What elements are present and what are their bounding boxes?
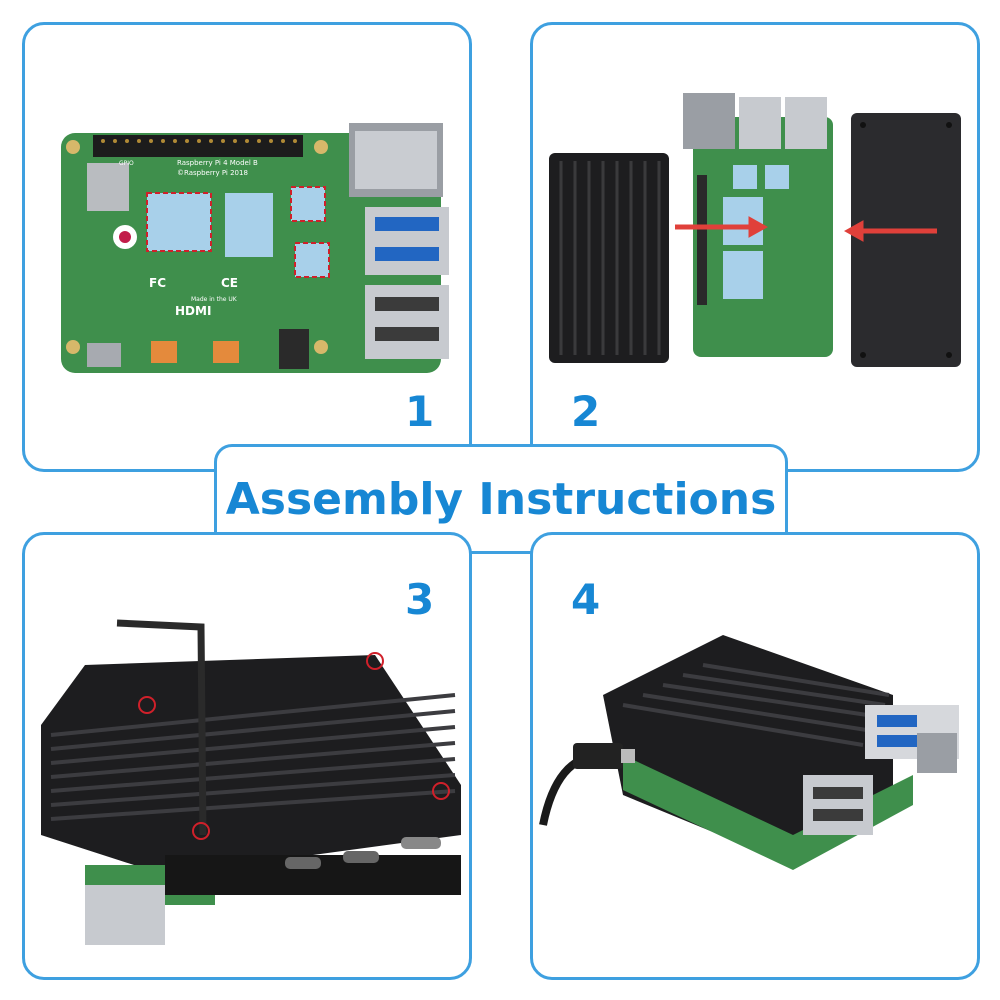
step-2-panel: 2 (530, 22, 980, 472)
board-ce-text: CE (221, 276, 238, 290)
board-fcc-text: FC (149, 276, 166, 290)
heatsink-assembly-illustration (549, 93, 961, 367)
step-number-3: 3 (405, 575, 435, 624)
step-number-2: 2 (571, 387, 601, 436)
step-number-1: 1 (405, 387, 435, 436)
board-model-text: Raspberry Pi 4 Model B (177, 159, 258, 167)
assembled-case-cable-illustration (539, 635, 959, 870)
raspberry-pi-board-illustration: Raspberry Pi 4 Model B ©Raspberry Pi 201… (61, 123, 449, 373)
closed-case-hex-key-illustration (41, 619, 461, 945)
step-4-panel: 4 (530, 532, 980, 980)
step-1-panel: Raspberry Pi 4 Model B ©Raspberry Pi 201… (22, 22, 472, 472)
page-title: Assembly Instructions (225, 473, 777, 525)
step-3-panel: 3 (22, 532, 472, 980)
board-made-in-text: Made in the UK (191, 296, 238, 303)
board-copyright-text: ©Raspberry Pi 2018 (177, 169, 248, 177)
board-gpio-text: GPIO (119, 160, 134, 167)
step-number-4: 4 (571, 575, 601, 624)
board-hdmi-text: HDMI (175, 304, 211, 318)
